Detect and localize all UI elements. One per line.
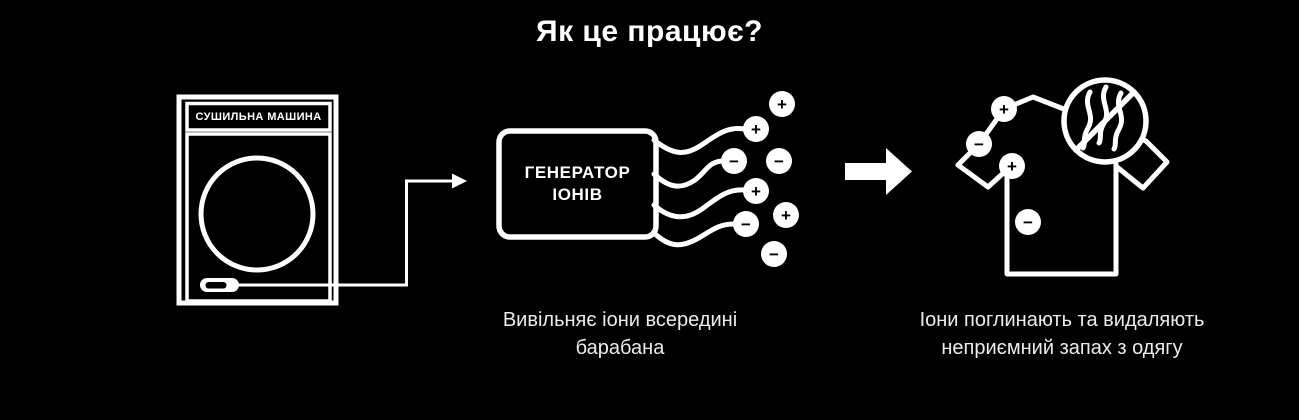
caption-generator: Вивільняє іони всередині барабана — [502, 309, 738, 359]
ion-generator-label: ГЕНЕРАТОР ІОНІВ — [499, 131, 656, 237]
page-title: Як це працює? — [536, 15, 763, 48]
ion-generator-box-icon — [496, 128, 659, 240]
flow-arrow-line-icon — [238, 173, 467, 287]
ion-wires-icon — [651, 126, 747, 248]
ion-generator-label-text: ГЕНЕРАТОР ІОНІВ — [524, 163, 631, 204]
no-odor-icon — [1061, 77, 1149, 165]
dryer-machine-label: СУШИЛЬНА МАШИНА — [195, 110, 322, 123]
caption-clothes: Іони поглинають та видаляють неприємний … — [919, 309, 1205, 359]
solid-arrow-icon — [845, 148, 912, 195]
dryer-machine-icon — [176, 94, 339, 306]
